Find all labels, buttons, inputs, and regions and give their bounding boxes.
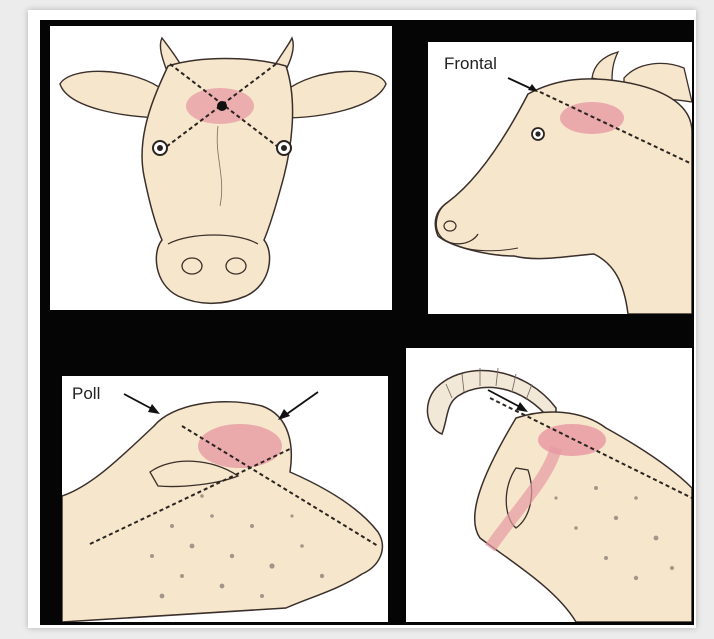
panel-cow-side: Frontal bbox=[428, 42, 692, 314]
label-poll: Poll bbox=[72, 384, 100, 404]
cow-side-illustration bbox=[428, 42, 692, 314]
panel-sheep: Poll bbox=[62, 376, 388, 622]
goat-illustration bbox=[406, 348, 692, 622]
label-frontal: Frontal bbox=[444, 54, 497, 74]
panel-cow-front bbox=[50, 26, 392, 310]
arrow-icon bbox=[124, 394, 160, 414]
cow-front-illustration bbox=[50, 26, 392, 310]
arrow-icon bbox=[278, 392, 318, 420]
panel-goat bbox=[406, 348, 692, 622]
arrow-icon bbox=[508, 78, 538, 92]
sheep-illustration bbox=[62, 376, 388, 622]
